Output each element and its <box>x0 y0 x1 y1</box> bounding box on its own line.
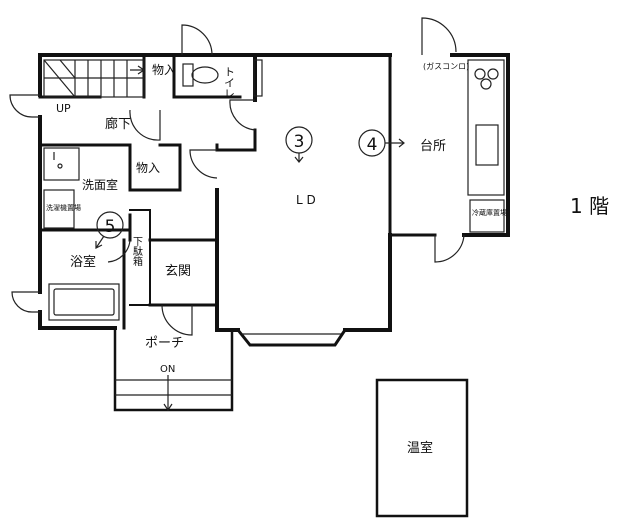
marker-3-label: 3 <box>294 132 305 152</box>
washer-label: 洗濯機置場 <box>46 203 81 212</box>
storage-mid-label: 物入 <box>136 161 160 175</box>
doors <box>9 17 465 336</box>
kitchen-label: 台所 <box>420 139 446 154</box>
storage-top-label: 物入 <box>152 63 176 77</box>
bath-label: 浴室 <box>70 254 96 270</box>
washing-machine-space <box>43 189 75 229</box>
porch <box>113 326 234 412</box>
bathtub <box>48 283 120 321</box>
marker-4-label: 4 <box>367 135 378 155</box>
washroom-label: 洗面室 <box>82 177 118 192</box>
bay-window <box>235 327 348 347</box>
gas-label: (ガスコンロ) <box>423 61 469 71</box>
greenhouse-label: 温室 <box>407 440 433 456</box>
ld-label: L D <box>296 193 316 207</box>
floor-label: 1 階 <box>570 194 609 218</box>
porch-label: ポーチ <box>145 336 184 351</box>
toilet-label: トイレ <box>223 66 236 99</box>
entrance-label: 玄関 <box>165 264 191 279</box>
kitchen-counter <box>467 59 505 233</box>
greenhouse-outline <box>375 378 469 518</box>
marker-3: 3 <box>285 126 313 163</box>
marker-5-label: 5 <box>105 217 116 237</box>
marker-4: 4 <box>358 129 405 157</box>
up-label: UP <box>56 102 71 115</box>
on-label: ON <box>160 364 175 375</box>
marker-5: 5 <box>95 211 124 249</box>
staircase <box>43 59 146 98</box>
hall-label: 廊下 <box>105 116 131 132</box>
fridge-label: 冷蔵庫置場 <box>472 208 507 217</box>
shoe-box-label: 下駄箱 <box>131 236 143 267</box>
wash-basin <box>43 147 80 181</box>
toilet-fixture <box>182 59 263 97</box>
